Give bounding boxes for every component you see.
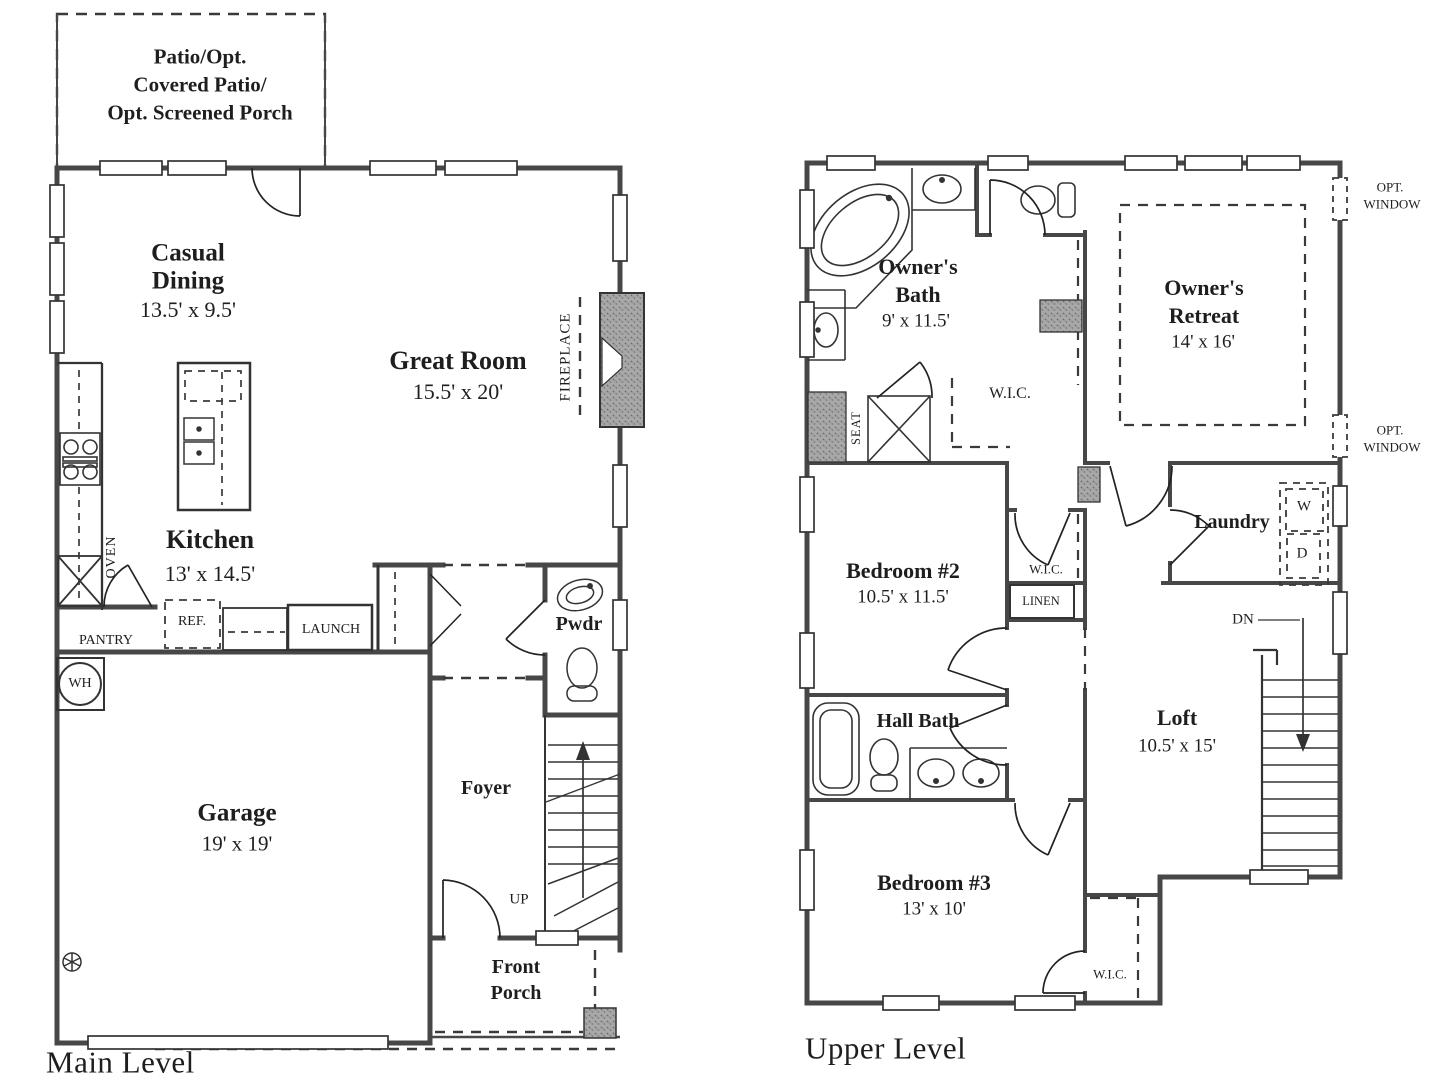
porch-post-icon [583, 1007, 617, 1039]
owners-retreat-label-line1: Owner's [1164, 275, 1244, 300]
kitchen-dims: 13' x 14.5' [164, 561, 256, 586]
patio-label-line3: Opt. Screened Porch [107, 100, 293, 125]
seat-label: SEAT [848, 411, 863, 445]
upper-level-title: Upper Level [805, 1030, 967, 1066]
opt-window-1-line2: WINDOW [1363, 196, 1421, 212]
shower-tile-icon [807, 391, 847, 463]
kitchen-dashed-details [78, 370, 396, 645]
bedroom3-label: Bedroom #3 [877, 870, 991, 895]
loft-label: Loft [1156, 705, 1198, 730]
island-sink-icon [183, 417, 215, 465]
main-level-doors [103, 167, 546, 939]
patio-label-line1: Patio/Opt. [153, 44, 247, 69]
front-porch-label-line2: Porch [490, 982, 542, 1004]
kitchen-counter [57, 361, 380, 652]
cooktop-icon [59, 432, 101, 486]
main-level-walls [54, 165, 623, 1046]
powder-label: Pwdr [555, 613, 603, 635]
hall-bath-fixtures [812, 702, 1007, 800]
oven-label: OVEN [104, 535, 119, 579]
water-heater-label: WH [68, 676, 92, 691]
main-level-dashed-lines [155, 297, 618, 1051]
stairs-down [1253, 618, 1338, 877]
owners-retreat-label-line2: Retreat [1168, 303, 1240, 328]
ref-label: REF. [177, 614, 207, 629]
casual-dining-dims: 13.5' x 9.5' [140, 297, 236, 322]
upper-level-doors [876, 179, 1210, 994]
casual-dining-label-line2: Dining [151, 267, 225, 295]
owners-bath-dims: 9' x 11.5' [882, 310, 950, 332]
owners-retreat-dims: 14' x 16' [1171, 331, 1235, 353]
stairs-up [544, 715, 621, 939]
fireplace-label: FIREPLACE [557, 312, 574, 402]
garden-tub-icon [807, 168, 913, 309]
main-level-windows [49, 160, 628, 946]
great-room-label: Great Room [389, 346, 527, 375]
corner-cabinet-icon [57, 555, 103, 607]
owners-wic-label: W.I.C. [989, 385, 1031, 402]
dn-label: DN [1232, 611, 1254, 628]
front-porch-label-line1: Front [491, 956, 541, 978]
garage-drain-icon [62, 952, 82, 972]
main-level-title: Main Level [46, 1044, 195, 1080]
garage-label: Garage [197, 799, 277, 827]
garage-dims: 19' x 19' [201, 831, 273, 856]
kitchen-label: Kitchen [165, 525, 255, 554]
water-heater-icon [56, 657, 105, 711]
hall-bath-label: Hall Bath [876, 710, 960, 732]
washer-label: W [1296, 498, 1312, 515]
upper-level-windows [799, 155, 1348, 1011]
owners-bath-label-line2: Bath [895, 282, 941, 307]
opt-window-2-line1: OPT. [1376, 422, 1404, 438]
powder-sink-icon [556, 578, 604, 612]
laundry-label: Laundry [1194, 511, 1270, 533]
dryer-label: D [1296, 545, 1308, 562]
pantry-label: PANTRY [79, 633, 133, 648]
ref-outline [164, 599, 221, 649]
casual-dining-label-line1: Casual [151, 239, 225, 267]
shower-icon [867, 395, 931, 463]
great-room-dims: 15.5' x 20' [412, 379, 504, 404]
patio-label-line2: Covered Patio/ [133, 72, 267, 97]
tile-blocks [807, 299, 1101, 503]
bedroom3-wic-label: W.I.C. [1093, 966, 1127, 982]
bedroom2-wic-label: W.I.C. [1029, 561, 1063, 577]
owners-bath-label-line1: Owner's [878, 254, 958, 279]
foyer-label: Foyer [461, 777, 511, 799]
toilet-room-icon [1020, 182, 1076, 218]
main-level-plan [49, 12, 645, 1051]
optional-windows [1332, 177, 1348, 458]
linen-label: LINEN [1022, 593, 1060, 608]
garage-door [87, 1035, 389, 1050]
up-label: UP [509, 891, 529, 908]
loft-dims: 10.5' x 15' [1137, 735, 1217, 757]
bath-vanity-icons [807, 168, 976, 361]
front-porch-details [430, 1007, 620, 1039]
upper-level-plan [799, 155, 1348, 1011]
fireplace [599, 292, 645, 428]
bedroom3-dims: 13' x 10' [902, 898, 966, 920]
bedroom2-label: Bedroom #2 [846, 558, 960, 583]
linen-closet [1009, 584, 1075, 619]
powder-toilet-icon [566, 647, 598, 702]
bedroom2-dims: 10.5' x 11.5' [857, 586, 949, 608]
launch-label: LAUNCH [301, 622, 361, 637]
opt-window-1-line1: OPT. [1376, 179, 1404, 195]
opt-window-2-line2: WINDOW [1363, 439, 1421, 455]
